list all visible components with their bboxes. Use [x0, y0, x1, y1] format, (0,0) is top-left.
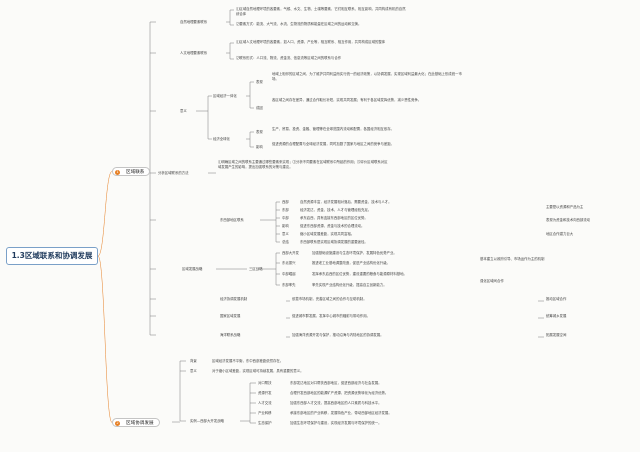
- east-west-item-tag: 总结: [282, 240, 289, 244]
- strategy-item-text: 率先实现产业结构优化升级，提高自主创新能力。: [312, 283, 387, 287]
- western-item-tag: 产业转移: [258, 411, 272, 415]
- node-east-west: 东西部地区联系: [220, 218, 244, 222]
- global-text-2: 促进资源的合理配置与全球经济发展，同时加剧了国家与地区之间的竞争与差距。: [272, 142, 395, 146]
- human-text-2: ⑵联系形式：人口流、物流、资金流、信息流等区域之间的联系与合作: [236, 56, 342, 60]
- cities-text: 促进城市群发展，发挥中心城市的辐射与带动作用。: [292, 314, 370, 318]
- significance-text: 对于缩小区域差距，实现区域可持续发展，具有重要的意义。: [212, 369, 304, 373]
- support-right: 推动区域合作: [546, 297, 567, 301]
- branch-title: 区域联系: [126, 170, 145, 175]
- ocean-right: 拓展发展空间: [546, 333, 567, 337]
- node-eco-integration: 区域经济一体化: [213, 94, 237, 98]
- strategy-item-text: 发挥承东启西的区位优势，建设重要的粮食与能源原材料基地。: [312, 272, 407, 276]
- node-ocean: 海洋联系战略: [220, 333, 241, 337]
- node-background: 背景: [190, 359, 197, 363]
- tag: 表现: [256, 130, 263, 134]
- eco-text-2: 各区域之间存在差异，通过合作取长补短，实现共同发展；有利于各区域发挥优势，减少恶…: [272, 98, 422, 102]
- ocean-text: 加强海洋资源开发与保护，推动沿海与内陆地区的协调发展。: [292, 333, 384, 337]
- root-title: 1.3区域联系和协调发展: [6, 247, 98, 265]
- western-item-tag: 人才交流: [258, 401, 272, 405]
- number-badge: 2: [115, 420, 120, 426]
- node-natural: 自然地理要素联系: [180, 20, 208, 24]
- node-cities: 国家区域发展: [220, 314, 241, 318]
- east-west-right-1: 主要是以资源和产品为主: [546, 205, 584, 209]
- western-item-text: 加强东西部人才交流，提高西部地区的人口素质与科技水平。: [290, 401, 382, 405]
- branch-regional-coordination[interactable]: 2 区域协调发展: [112, 418, 160, 427]
- node-analysis: 分析区域联系的方法: [158, 171, 189, 175]
- background-text: 区域经济发展不平衡，东中西部差距依然存在。: [212, 359, 284, 363]
- east-west-item-tag: 中部: [282, 216, 289, 220]
- east-west-item-text: 经济发达，资金、技术、人才与管理经验充足。: [300, 208, 372, 212]
- node-meaning: 意义: [180, 109, 187, 113]
- node-globalization: 经济全球化: [213, 137, 230, 141]
- east-west-item-text: 缩小区域发展差距，实现共同富裕。: [300, 232, 355, 236]
- tag: 表现: [256, 80, 263, 84]
- east-west-item-text: 自然资源丰富，经济发展相对落后，需要资金、技术与人才。: [300, 200, 392, 204]
- node-human: 人文地理要素联系: [180, 51, 208, 55]
- east-west-right-2: 表现为资金和技术向西部流动: [546, 218, 591, 222]
- node-significance: 意义: [190, 369, 197, 373]
- western-item-tag: 生态保护: [258, 421, 272, 425]
- human-text-1: ⑴区域人文地理环境的各要素，如人口、资源、产业等，相互联系、相互作用，共同构成区…: [236, 40, 386, 44]
- western-item-tag: 资源开发: [258, 391, 272, 395]
- support-text: 依靠市场机制，完善区域之间的合作与互助机制。: [292, 297, 367, 301]
- strategy-item-tag: 中部崛起: [282, 272, 296, 276]
- strategy-right-2: 基本建立以政府引导、市场运作为主的机制: [480, 257, 545, 261]
- east-west-item-tag: 影响: [282, 224, 289, 228]
- western-item-text: 东部发达地区对口帮扶西部地区，促进西部经济与社会发展。: [290, 381, 382, 385]
- east-west-item-text: 促进东西部资源、资金与技术的合理流动。: [300, 224, 365, 228]
- western-item-text: 合理开发西部地区的能源矿产资源，把资源优势转化为经济优势。: [290, 391, 389, 395]
- number-badge: 1: [115, 169, 120, 175]
- east-west-item-text: 承东启西，具有连接东西部地区的区位优势。: [300, 216, 368, 220]
- strategy-item-tag: 西部大开发: [282, 251, 299, 255]
- node-western-example: 实例—西部大开发战略: [190, 419, 224, 423]
- east-west-item-tag: 意义: [282, 232, 289, 236]
- branch-regional-links[interactable]: 1 区域联系: [112, 167, 151, 176]
- tag: 影响: [256, 145, 263, 149]
- analysis-text: ⑴明确区域之间的联系主要通过哪些要素来实现；⑵分析不同要素在区域联系中所起的作用…: [218, 160, 388, 169]
- cities-right: 统筹城乡发展: [546, 314, 567, 318]
- node-support: 经济协调发展机制: [220, 297, 248, 301]
- natural-text-2: ⑵要素方式：能流、大气流、水流、生物流的物质和能量在区域之间的运动和交换。: [236, 22, 362, 26]
- natural-text-1: ⑴区域自然地理环境的各要素，气候、水文、生物、土壤等要素，它们相互联系、相互影响…: [236, 7, 406, 16]
- western-item-tag: 对口帮扶: [258, 381, 272, 385]
- eco-text-1: 地域上相邻的区域之间，为了维护共同利益而实行统一的经济政策，以协调发展，实现区域…: [272, 72, 462, 81]
- east-west-item-tag: 西部: [282, 200, 289, 204]
- branch-title: 区域协调发展: [126, 421, 154, 426]
- strategy-right-3: 强化区域间合作: [480, 279, 504, 283]
- western-item-text: 加强生态环境保护与建设，实现经济发展与环境保护的统一。: [290, 421, 382, 425]
- strategy-item-tag: 东北振兴: [282, 261, 296, 265]
- strategy-item-text: 推进老工业基地调整改造，促进产业结构优化升级。: [312, 261, 390, 265]
- tag: 成因: [256, 106, 263, 110]
- global-text-1: 生产、贸易、投资、金融、管理等在全球范围内流动和配置，各国经济相互依存。: [272, 127, 395, 131]
- east-west-item-tag: 东部: [282, 208, 289, 212]
- connector-line: [97, 171, 113, 257]
- node-strategy: 区域发展战略: [182, 267, 203, 271]
- connector-line: [97, 255, 113, 423]
- strategy-item-text: 加强基础设施建设与生态环境保护，发展特色优势产业。: [312, 251, 397, 255]
- east-west-right-3: 地区合作潜力巨大: [546, 232, 574, 236]
- east-west-item-text: 东西部联系是实现区域协调发展的重要途径。: [300, 240, 368, 244]
- strategy-item-tag: 东部率先: [282, 283, 296, 287]
- western-item-text: 承接东部地区的产业转移，发展特色产业，带动西部地区经济发展。: [290, 411, 392, 415]
- strategy-sub: 三区战略: [249, 267, 263, 271]
